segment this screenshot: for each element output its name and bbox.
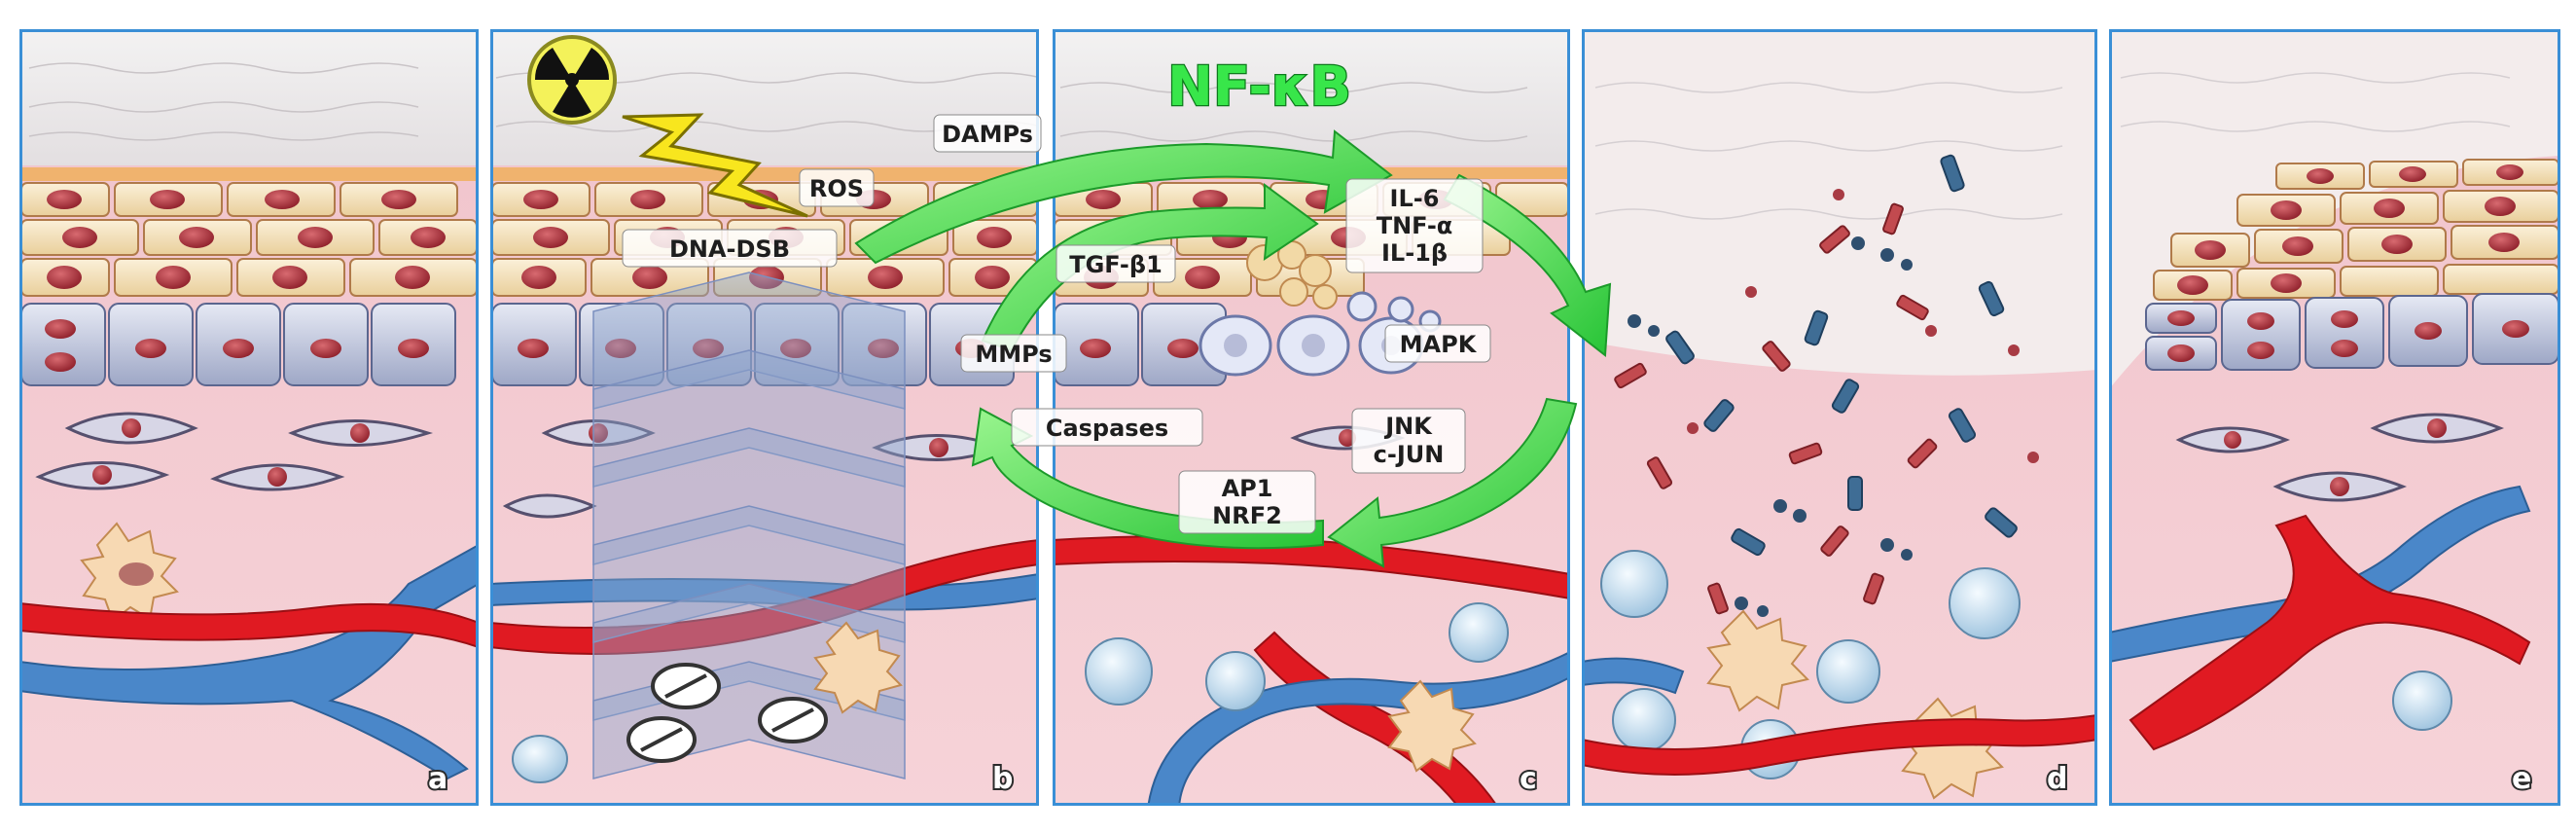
fibroblasts (35, 412, 434, 491)
cell-debris (1614, 154, 2039, 617)
label-nrf2-text: NRF2 (1212, 502, 1282, 529)
panel-d (1582, 29, 2097, 806)
panel-label-c: c (1520, 762, 1537, 796)
lightning-icon (622, 113, 808, 218)
panel-label-d: d (2047, 762, 2067, 796)
immune-cells (1600, 550, 2021, 779)
radiation-icon (527, 35, 617, 125)
cycle-arrow-damps (854, 129, 1393, 265)
panel-label-e: e (2512, 762, 2531, 796)
macrophage (1387, 679, 1477, 773)
label-caspases-text: Caspases (1046, 415, 1168, 442)
fibroblasts (502, 419, 1007, 519)
label-dna-dsb: DNA-DSB (622, 229, 838, 268)
fibroblasts (2175, 413, 2505, 502)
label-jnk-text: JNK (1383, 413, 1433, 440)
platelets (626, 663, 828, 763)
panel-e (2109, 29, 2560, 806)
stratum-corneum (19, 29, 479, 165)
wrinkle-texture (28, 62, 419, 141)
macrophage (813, 621, 903, 714)
label-il1b-text: IL-1β (1381, 239, 1448, 267)
wrinkle-texture (2120, 72, 2511, 132)
label-cytokines: IL-6 TNF-α IL-1β (1345, 178, 1484, 273)
cycle-arrow-ap1 (971, 407, 1324, 550)
artery (19, 601, 479, 649)
label-tgf-b1: TGF-β1 (1055, 244, 1176, 283)
vein (19, 543, 479, 780)
label-mapk: MAPK (1384, 324, 1491, 363)
label-damps: DAMPs (933, 114, 1042, 153)
label-ros-text: ROS (809, 175, 864, 202)
artery (2129, 514, 2531, 751)
immune-cell (512, 735, 568, 783)
label-caspases: Caspases (1011, 408, 1203, 447)
wrinkle-texture (1059, 82, 1528, 142)
label-mmps: MMPs (960, 334, 1067, 373)
panel-letters: a b c d e (426, 760, 2533, 798)
keratinocyte-layer (19, 167, 479, 297)
nfkb-label: NF-κB (1167, 55, 1351, 119)
cycle-arrow-jnk (1327, 397, 1578, 568)
panel-b (490, 29, 1039, 806)
label-dna-dsb-text: DNA-DSB (669, 235, 790, 263)
regenerated-basal-cells (2145, 293, 2559, 371)
label-c-jun-text: c-JUN (1374, 441, 1445, 468)
label-il6-text: IL-6 (1390, 185, 1440, 212)
label-mmps-text: MMPs (975, 341, 1052, 368)
signaling-cycle: NF-κB DAMPs ROS DNA-DSB TGF-β1 MMPs Casp… (622, 54, 1612, 568)
label-tgf-b1-text: TGF-β1 (1069, 251, 1163, 278)
label-mapk-text: MAPK (1400, 331, 1478, 358)
label-damps-text: DAMPs (942, 121, 1033, 148)
basal-cell-layer (1054, 291, 1442, 386)
regenerated-keratinocytes (2153, 159, 2559, 301)
open-wound-area (1582, 29, 2097, 376)
macrophage (1706, 609, 1809, 712)
artery (1582, 713, 2097, 776)
stratum-corneum (1053, 29, 1570, 165)
label-ap1-nrf2: AP1 NRF2 (1178, 470, 1316, 534)
vein (490, 572, 1039, 611)
label-tnfa-text: TNF-α (1377, 212, 1453, 239)
radiation-beam (592, 272, 906, 779)
cycle-arrow-mapk (1443, 173, 1612, 357)
label-ap1-text: AP1 (1222, 475, 1273, 502)
basal-cell-layer (20, 303, 456, 386)
immune-cells (1085, 602, 1509, 711)
panel-label-a: a (428, 762, 447, 796)
basal-cell-layer (491, 303, 1015, 386)
label-jnk-cjun: JNK c-JUN (1351, 408, 1466, 474)
panel-label-b: b (992, 762, 1013, 796)
artery (490, 538, 1039, 655)
vein (1582, 657, 1685, 695)
label-ros: ROS (799, 168, 875, 207)
immune-cell (2392, 670, 2452, 731)
panel-a (19, 29, 479, 806)
wrinkle-texture (1594, 82, 2063, 220)
